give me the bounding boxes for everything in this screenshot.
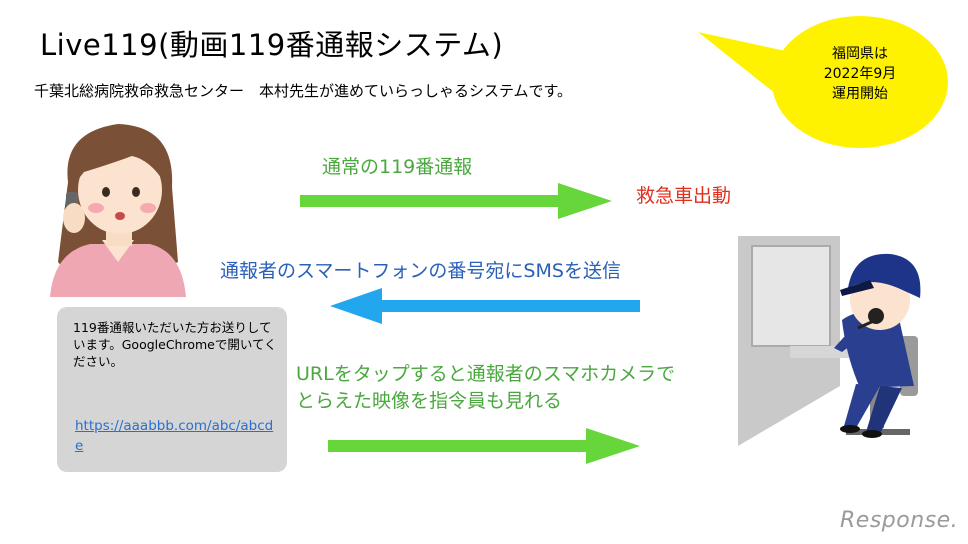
sms-message-text: 119番通報いただいた方お送りしています。GoogleChromeで開いてくださ…: [73, 320, 277, 369]
normal-call-label: 通常の119番通報: [322, 156, 473, 178]
caller-woman-icon: [50, 124, 186, 297]
sms-link[interactable]: https://aaabbb.com/abc/abcde: [75, 418, 274, 454]
page-title: Live119(動画119番通報システム): [40, 28, 504, 62]
sms-arrow: [330, 288, 640, 324]
speech-bubble-icon: [698, 16, 948, 148]
bubble-line: 福岡県は: [832, 46, 888, 62]
response-logo: Response.: [840, 508, 959, 533]
url-tap-line: とらえた映像を指令員も見れる: [296, 390, 563, 412]
dispatch-label: 救急車出動: [636, 185, 732, 207]
sms-message-box: [57, 307, 287, 472]
sms-send-label: 通報者のスマートフォンの番号宛にSMSを送信: [220, 260, 621, 282]
url-tap-line: URLをタップすると通報者のスマホカメラで: [296, 363, 676, 385]
bubble-line: 運用開始: [832, 86, 888, 102]
dispatcher-operator-icon: [738, 236, 921, 446]
page-subtitle: 千葉北総病院救命救急センター 本村先生が進めていらっしゃるシステムです。: [34, 82, 573, 100]
normal-call-arrow: [300, 183, 612, 219]
url-tap-label: URLをタップすると通報者のスマホカメラで とらえた映像を指令員も見れる: [296, 361, 726, 415]
bubble-text: 福岡県は 2022年9月 運用開始: [795, 44, 925, 104]
video-arrow: [328, 428, 640, 464]
bubble-line: 2022年9月: [823, 66, 897, 82]
